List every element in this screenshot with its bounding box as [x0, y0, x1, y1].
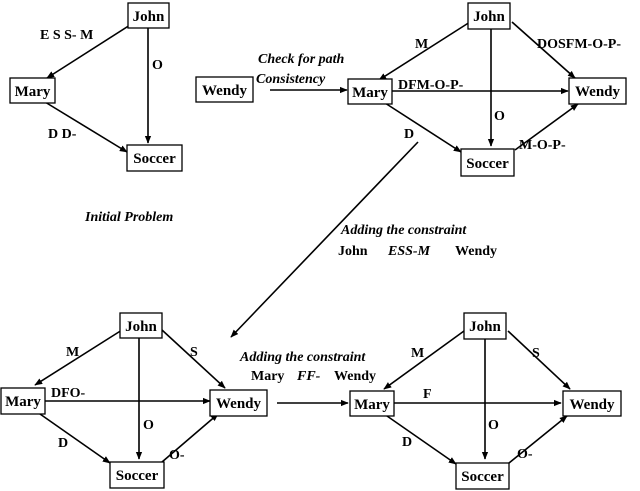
transition-label-line1: Check for path [258, 52, 345, 67]
node-mary: Mary [349, 390, 395, 417]
edge-john-wendy [507, 330, 571, 390]
node-john: John [463, 312, 507, 340]
node-label: Wendy [575, 84, 621, 100]
graph-initial: John Mary Soccer E S S- M O D D- Initial… [9, 2, 183, 225]
node-wendy-standalone: Wendy [195, 76, 254, 103]
node-john: John [119, 312, 163, 339]
node-label: John [469, 319, 501, 335]
node-wendy: Wendy [209, 389, 268, 417]
transition-label-line2-b: ESS-M [387, 244, 431, 259]
edge-label-mary-soccer: D [402, 435, 412, 450]
node-mary: Mary [9, 77, 56, 104]
edge-label-mary-soccer: D [404, 127, 414, 142]
transition-label-line2-a: Mary [251, 369, 284, 384]
edge-label-soccer-wendy: M-O-P- [519, 138, 566, 153]
node-label: Soccer [461, 469, 504, 485]
node-wendy: Wendy [562, 390, 622, 417]
transition-arrow [230, 141, 419, 338]
node-soccer: Soccer [109, 461, 165, 489]
transition-label-line1: Adding the constraint [239, 350, 366, 365]
node-label: Wendy [216, 396, 262, 412]
edge-label-john-mary: M [66, 345, 79, 360]
node-label: Mary [354, 397, 390, 413]
node-label: John [473, 9, 505, 25]
edge-label-mary-soccer: D [58, 436, 68, 451]
edge-label-john-mary: M [411, 346, 424, 361]
node-label: Wendy [202, 83, 248, 99]
edge-label-mary-wendy: DFM-O-P- [398, 78, 464, 93]
node-mary: Mary [347, 78, 393, 105]
edge-label-john-soccer: O [143, 418, 154, 433]
edge-label-john-soccer: O [152, 58, 163, 73]
transition-label-line2-c: Wendy [455, 244, 497, 259]
edge-soccer-wendy [514, 103, 579, 151]
graph-after-john-wendy: John Mary Wendy Soccer M S DFO- O D O- [0, 312, 268, 489]
edge-mary-soccer [39, 413, 111, 464]
node-label: Mary [5, 394, 41, 410]
node-label: Mary [352, 85, 388, 101]
edge-john-wendy [511, 21, 576, 79]
edge-label-soccer-wendy: O- [169, 448, 185, 463]
node-label: Soccer [466, 156, 509, 172]
edge-mary-soccer [384, 102, 462, 153]
transition-add-john-wendy: Adding the constraint John ESS-M Wendy [230, 141, 497, 338]
node-john: John [127, 2, 170, 29]
edge-john-mary [378, 21, 471, 81]
edge-label-mary-wendy: F [423, 387, 432, 402]
edge-label-soccer-wendy: O- [517, 447, 533, 462]
transition-label-line2-c: Wendy [334, 369, 376, 384]
edge-label-john-wendy: S [190, 345, 198, 360]
edge-label-john-wendy: DOSFM-O-P- [537, 37, 621, 52]
edge-label-john-soccer: O [494, 109, 505, 124]
edge-soccer-wendy [508, 415, 568, 464]
edge-john-mary [46, 24, 131, 79]
node-wendy: Wendy [568, 77, 627, 105]
node-john: John [467, 2, 511, 30]
edge-john-wendy [161, 329, 226, 389]
edge-label-john-mary: M [415, 37, 428, 52]
transition-label-line2: Consistency [256, 72, 326, 87]
node-soccer: Soccer [126, 144, 183, 172]
node-label: Wendy [569, 397, 615, 413]
node-label: Mary [15, 84, 51, 100]
edge-label-mary-soccer: D D- [48, 127, 77, 142]
node-label: Soccer [133, 151, 176, 167]
edge-mary-soccer [44, 101, 128, 153]
node-soccer: Soccer [460, 148, 515, 177]
edge-mary-soccer [386, 415, 457, 465]
transition-label-line2-b: FF- [296, 369, 321, 384]
edge-label-mary-wendy: DFO- [51, 386, 86, 401]
edge-label-john-wendy: S [532, 346, 540, 361]
graph-path-consistent: John Mary Wendy Soccer M DOSFM-O-P- DFM-… [347, 2, 627, 177]
edge-label-john-soccer: O [488, 418, 499, 433]
edge-john-mary [383, 330, 465, 390]
edge-john-mary [34, 329, 123, 386]
transition-path-consistency: Check for path Consistency [256, 52, 348, 94]
node-label: John [133, 9, 165, 25]
graph-after-mary-wendy: John Mary Wendy Soccer M S F O D O- [349, 312, 622, 490]
graph-caption: Initial Problem [84, 210, 173, 225]
node-label: John [125, 319, 157, 335]
edge-soccer-wendy [161, 413, 219, 463]
node-label: Soccer [116, 468, 159, 484]
edge-label-john-mary: E S S- M [40, 28, 93, 43]
node-soccer: Soccer [455, 462, 510, 490]
node-mary: Mary [0, 387, 46, 415]
transition-label-line1: Adding the constraint [340, 223, 467, 238]
transition-label-line2-a: John [338, 244, 368, 259]
transition-add-mary-wendy: Adding the constraint Mary FF- Wendy [239, 350, 376, 407]
